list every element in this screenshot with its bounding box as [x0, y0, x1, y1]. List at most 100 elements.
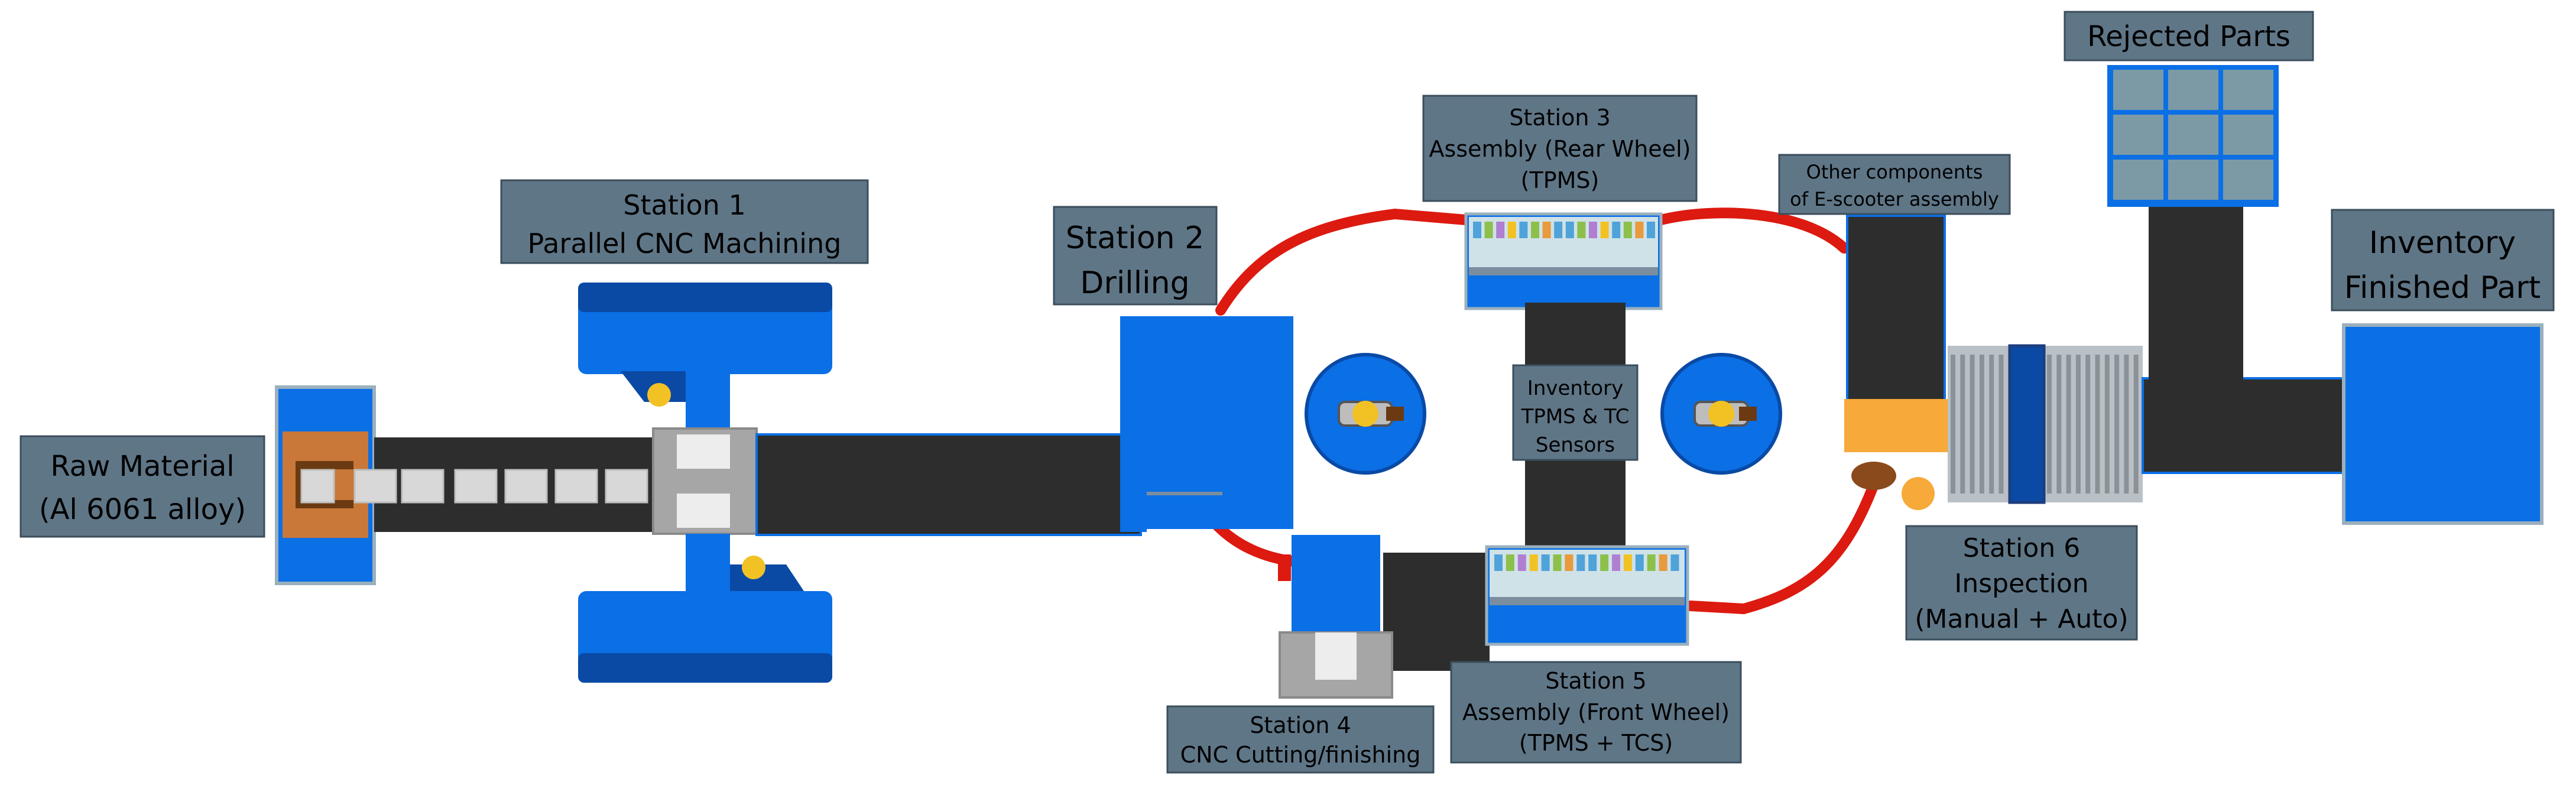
- label-inventory-finished-line1: Inventory: [2369, 225, 2516, 261]
- assembly-part-slot: [1623, 554, 1632, 571]
- label-station6: Station 6 Inspection (Manual + Auto): [1905, 525, 2138, 641]
- label-station5-line1: Station 5: [1545, 668, 1646, 694]
- assembly-part-slot: [1531, 222, 1539, 238]
- station6-inspection: [1844, 204, 2348, 510]
- label-raw-material-line1: Raw Material: [50, 450, 234, 483]
- label-station2-line2: Drilling: [1080, 265, 1189, 301]
- inspection-roller: [1951, 355, 1955, 494]
- label-station5-line3: (TPMS + TCS): [1519, 730, 1673, 756]
- transport-loop: [1212, 207, 1879, 615]
- assembly-part-slot: [1494, 554, 1503, 571]
- inspection-roller: [1979, 355, 1984, 494]
- inspection-roller: [2047, 355, 2052, 494]
- main-conveyor: [755, 433, 1142, 536]
- label-station6-line2: Inspection: [1954, 569, 2088, 599]
- assembly-part-slot: [1565, 222, 1574, 238]
- assembly-part-slot: [1565, 554, 1573, 571]
- label-inventory-finished: Inventory Finished Part: [2331, 209, 2555, 311]
- assembly-part-slot: [1577, 222, 1586, 238]
- label-station6-line1: Station 6: [1963, 533, 2080, 563]
- inspection-roller: [1998, 355, 2004, 494]
- label-other-components: Other components of E-scooter assembly: [1778, 154, 2011, 215]
- label-inventory-finished-line2: Finished Part: [2344, 270, 2541, 306]
- rejected-bin-cell: [2168, 160, 2218, 200]
- assembly-part-slot: [1576, 554, 1585, 571]
- rejected-bin-cell: [2223, 115, 2273, 155]
- label-station2: Station 2 Drilling: [1053, 206, 1218, 306]
- label-raw-material: Raw Material (Al 6061 alloy): [20, 435, 265, 538]
- label-station3-line3: (TPMS): [1521, 167, 1600, 193]
- assembly-part-slot: [1589, 222, 1597, 238]
- label-station1-line1: Station 1: [623, 189, 745, 221]
- label-raw-material-line2: (Al 6061 alloy): [39, 493, 246, 526]
- inspection-roller: [2104, 355, 2110, 494]
- label-station1: Station 1 Parallel CNC Machining: [500, 179, 869, 264]
- station2-drill: [1120, 316, 1293, 532]
- label-station1-line2: Parallel CNC Machining: [528, 228, 842, 259]
- rejected-bin-cell: [2113, 115, 2163, 155]
- assembly-part-slot: [1635, 554, 1644, 571]
- assembly-part-slot: [1647, 554, 1656, 571]
- inspection-roller: [2075, 355, 2081, 494]
- label-rejected-parts-line1: Rejected Parts: [2087, 20, 2291, 53]
- label-inventory-sensors-line2: TPMS & TC: [1521, 405, 1630, 429]
- rejected-bin-cell: [2168, 115, 2218, 155]
- label-station2-line1: Station 2: [1066, 220, 1204, 256]
- assembly-part-slot: [1541, 554, 1550, 571]
- station3-assembly: [1464, 212, 1663, 310]
- label-other-components-line2: of E-scooter assembly: [1790, 188, 1999, 210]
- rejected-bin-cell: [2223, 160, 2273, 200]
- robot-arm-right: [1660, 353, 1782, 475]
- inspection-roller: [1970, 355, 1975, 494]
- assembly-part-slot: [1588, 554, 1597, 571]
- inspection-roller: [2095, 355, 2100, 494]
- label-station3: Station 3 Assembly (Rear Wheel) (TPMS): [1422, 95, 1698, 202]
- label-station4: Station 4 CNC Cutting/finishing: [1166, 705, 1435, 774]
- robot-arm-left: [1305, 353, 1426, 475]
- assembly-part-slot: [1659, 554, 1667, 571]
- assembly-part-slot: [1517, 554, 1526, 571]
- loop-marker: [1278, 554, 1291, 581]
- assembly-part-slot: [1542, 222, 1551, 238]
- label-station3-line1: Station 3: [1509, 105, 1610, 131]
- assembly-part-slot: [1506, 554, 1514, 571]
- station4-cnc: [1279, 535, 1490, 699]
- label-station3-line2: Assembly (Rear Wheel): [1429, 136, 1691, 162]
- raw-billets: [300, 469, 648, 504]
- assembly-part-slot: [1600, 554, 1609, 571]
- rejected-parts-bin: [2107, 65, 2279, 207]
- assembly-part-slot: [1507, 222, 1516, 238]
- assembly-part-slot: [1484, 222, 1493, 238]
- label-other-components-line1: Other components: [1806, 161, 1983, 183]
- assembly-part-slot: [1635, 222, 1644, 238]
- station5-assembly: [1485, 545, 1689, 646]
- assembly-part-slot: [1529, 554, 1538, 571]
- assembly-part-slot: [1623, 222, 1632, 238]
- assembly-part-slot: [1496, 222, 1505, 238]
- station1-machines: [578, 283, 832, 683]
- rejected-bin-cell: [2113, 70, 2163, 110]
- inspection-roller: [1989, 355, 1994, 494]
- label-station6-line3: (Manual + Auto): [1915, 604, 2128, 634]
- inspection-roller: [2085, 355, 2091, 494]
- inspection-roller: [2124, 355, 2129, 494]
- inspection-roller: [1960, 355, 1965, 494]
- assembly-part-slot: [1473, 222, 1481, 238]
- assembly-part-slot: [1647, 222, 1655, 238]
- rejected-bin-cell: [2168, 70, 2218, 110]
- label-station4-line1: Station 4: [1250, 712, 1351, 738]
- assembly-part-slot: [1612, 222, 1621, 238]
- label-station4-line2: CNC Cutting/finishing: [1180, 742, 1421, 768]
- assembly-part-slot: [1600, 222, 1609, 238]
- label-rejected-parts: Rejected Parts: [2064, 11, 2314, 61]
- label-inventory-sensors-line1: Inventory: [1527, 377, 1623, 400]
- assembly-part-slot: [1519, 222, 1528, 238]
- inspection-roller: [2056, 355, 2062, 494]
- label-station5-line2: Assembly (Front Wheel): [1462, 699, 1730, 725]
- rejected-bin-cell: [2223, 70, 2273, 110]
- finished-inventory-bin: [2342, 323, 2543, 525]
- assembly-part-slot: [1670, 554, 1679, 571]
- inspection-roller: [2066, 355, 2071, 494]
- inspection-roller: [2114, 355, 2120, 494]
